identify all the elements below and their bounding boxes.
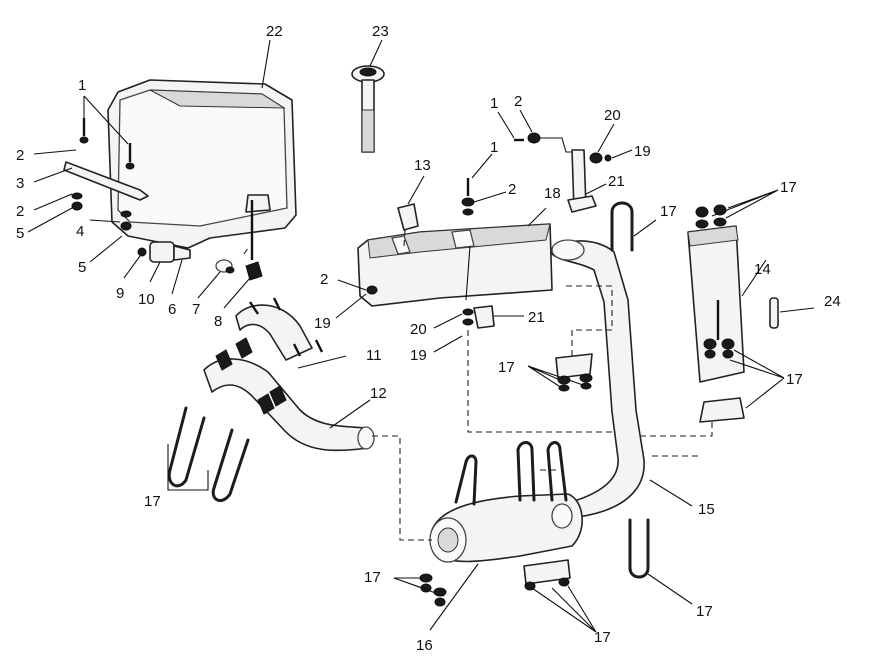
callout-17e: 17	[786, 371, 803, 388]
callout-2c: 2	[320, 271, 328, 288]
callout-20b: 20	[410, 321, 427, 338]
probe-sensor	[351, 65, 385, 153]
callout-2a: 2	[16, 147, 24, 164]
muffler	[429, 493, 583, 563]
callout-9: 9	[116, 285, 124, 302]
callouts: 1 2 3 2 5 4 5 9 10 6 7 8 22 23 13 2 19 1…	[16, 23, 841, 654]
callout-2d: 2	[514, 93, 522, 110]
leader-lines	[27, 39, 815, 633]
callout-3: 3	[16, 175, 24, 192]
callout-22: 22	[266, 23, 283, 40]
clamp-hardware	[419, 353, 593, 607]
shield-bolt	[461, 178, 475, 216]
callout-17c: 17	[660, 203, 677, 220]
callout-15: 15	[698, 501, 715, 518]
heat-shield	[357, 223, 553, 307]
u-bolts	[167, 201, 650, 579]
callout-21a: 21	[608, 173, 625, 190]
callout-2b: 2	[16, 203, 24, 220]
clip-13	[397, 203, 419, 247]
callout-8: 8	[214, 313, 222, 330]
callout-13: 13	[414, 157, 431, 174]
tank-bracket	[63, 118, 149, 231]
callout-14: 14	[754, 261, 771, 278]
fuel-tank	[107, 79, 297, 249]
heat-guard-plate	[687, 204, 745, 423]
callout-17g: 17	[364, 569, 381, 586]
callout-19b: 19	[634, 143, 651, 160]
pin-24	[769, 297, 779, 329]
callout-19c: 19	[410, 347, 427, 364]
callout-7: 7	[192, 301, 200, 318]
upper-bracket	[514, 132, 612, 213]
callout-6: 6	[168, 301, 176, 318]
callout-21b: 21	[528, 309, 545, 326]
callout-17f: 17	[696, 603, 713, 620]
callout-4: 4	[76, 223, 84, 240]
callout-24: 24	[824, 293, 841, 310]
alignment-lines	[243, 247, 713, 541]
fuel-fitting-assembly	[137, 200, 263, 281]
callout-2e: 2	[508, 181, 516, 198]
callout-16: 16	[416, 637, 433, 654]
callout-23: 23	[372, 23, 389, 40]
callout-11: 11	[366, 347, 382, 364]
callout-17h: 17	[594, 629, 611, 646]
callout-1b: 1	[490, 95, 498, 112]
callout-1c: 1	[490, 139, 498, 156]
callout-5b: 5	[78, 259, 86, 276]
springs	[215, 297, 324, 415]
callout-19a: 19	[314, 315, 331, 332]
callout-10: 10	[138, 291, 155, 308]
callout-5a: 5	[16, 225, 24, 242]
callout-20a: 20	[604, 107, 621, 124]
callout-17d: 17	[780, 179, 797, 196]
head-pipe	[203, 304, 375, 452]
callout-17a: 17	[144, 493, 161, 510]
callout-18: 18	[544, 185, 561, 202]
shield-lower-hardware	[366, 285, 495, 329]
callout-1a: 1	[78, 77, 86, 94]
callout-12: 12	[370, 385, 387, 402]
callout-17b: 17	[498, 359, 515, 376]
